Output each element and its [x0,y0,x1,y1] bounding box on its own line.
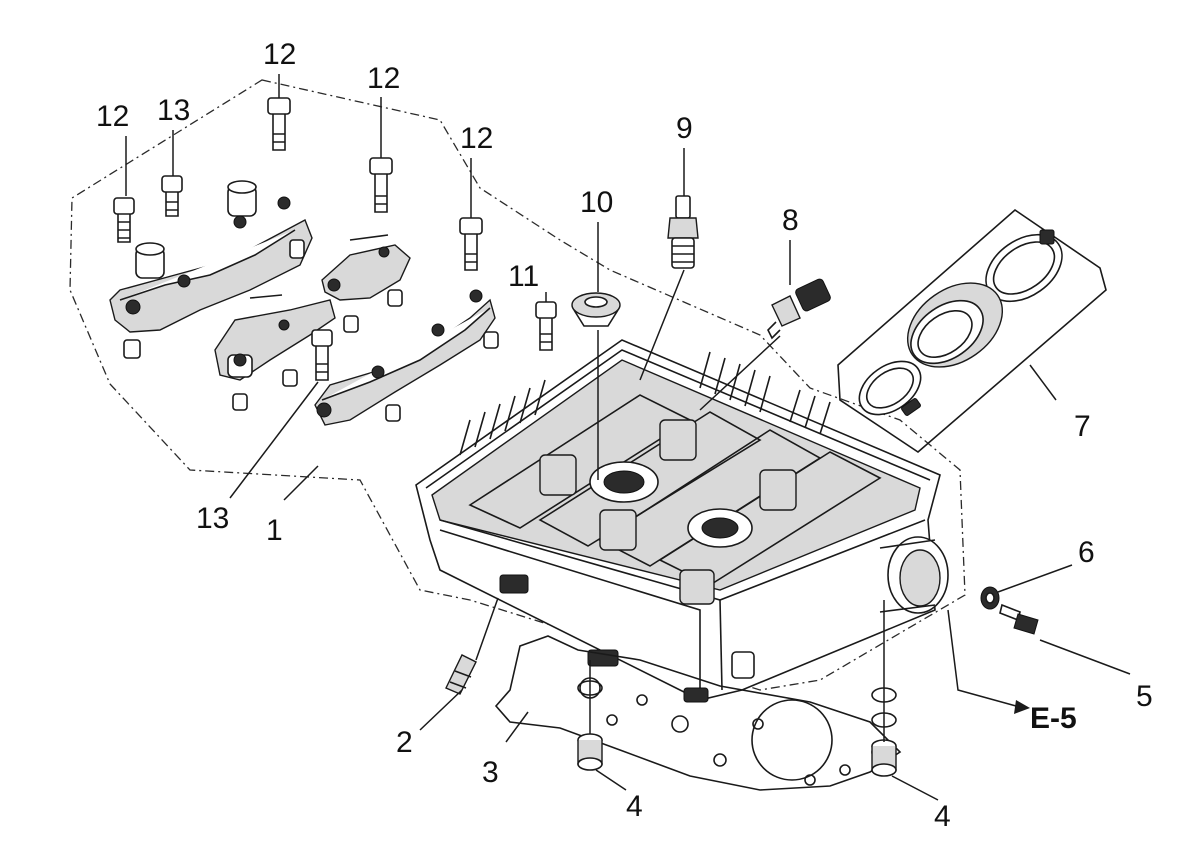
callout-11: 11 [508,260,539,293]
camshaft-holder-left [109,180,313,359]
reference-arrow [1014,700,1030,714]
camshaft-bolt [369,157,393,213]
callout-2: 2 [396,726,413,759]
callout-10: 10 [580,186,613,219]
callout-3: 3 [482,756,499,789]
spark-plug-seal [571,292,621,327]
callout-13: 13 [157,94,190,127]
callout-12: 12 [263,38,296,71]
camshaft-bolt [113,197,135,243]
camshaft-holder-bolt [161,175,183,217]
callout-12: 12 [96,100,129,133]
callout-9: 9 [676,112,693,145]
callout-7: 7 [1074,410,1091,443]
camshaft-bolt [459,217,483,271]
callout-8: 8 [782,204,799,237]
washer [980,586,1000,610]
callout-12: 12 [367,62,400,95]
cylinder-head [415,339,949,703]
dowel-pin [445,654,477,695]
cap-bolt [535,301,557,351]
spark-plug [667,195,699,269]
callout-4: 4 [934,800,951,833]
locating-dowel [871,739,897,777]
callout-13: 13 [196,502,229,535]
leader-lines [125,74,1131,801]
assembly-boundary-line [69,79,966,691]
camshaft-holder-middle [214,234,411,411]
camshaft-bolt [267,97,291,151]
bolt [999,603,1039,635]
camshaft-holder-right [314,289,499,426]
callout-5: 5 [1136,680,1153,713]
camshaft-holder-bolt [311,329,333,381]
temperature-sensor [767,278,831,340]
callout-1: 1 [266,514,283,547]
callout-4: 4 [626,790,643,823]
locating-dowel [577,733,603,771]
reference-e5: E-5 [1030,702,1077,735]
callout-6: 6 [1078,536,1095,569]
callout-12: 12 [460,122,493,155]
intake-manifold-assembly [837,208,1107,454]
